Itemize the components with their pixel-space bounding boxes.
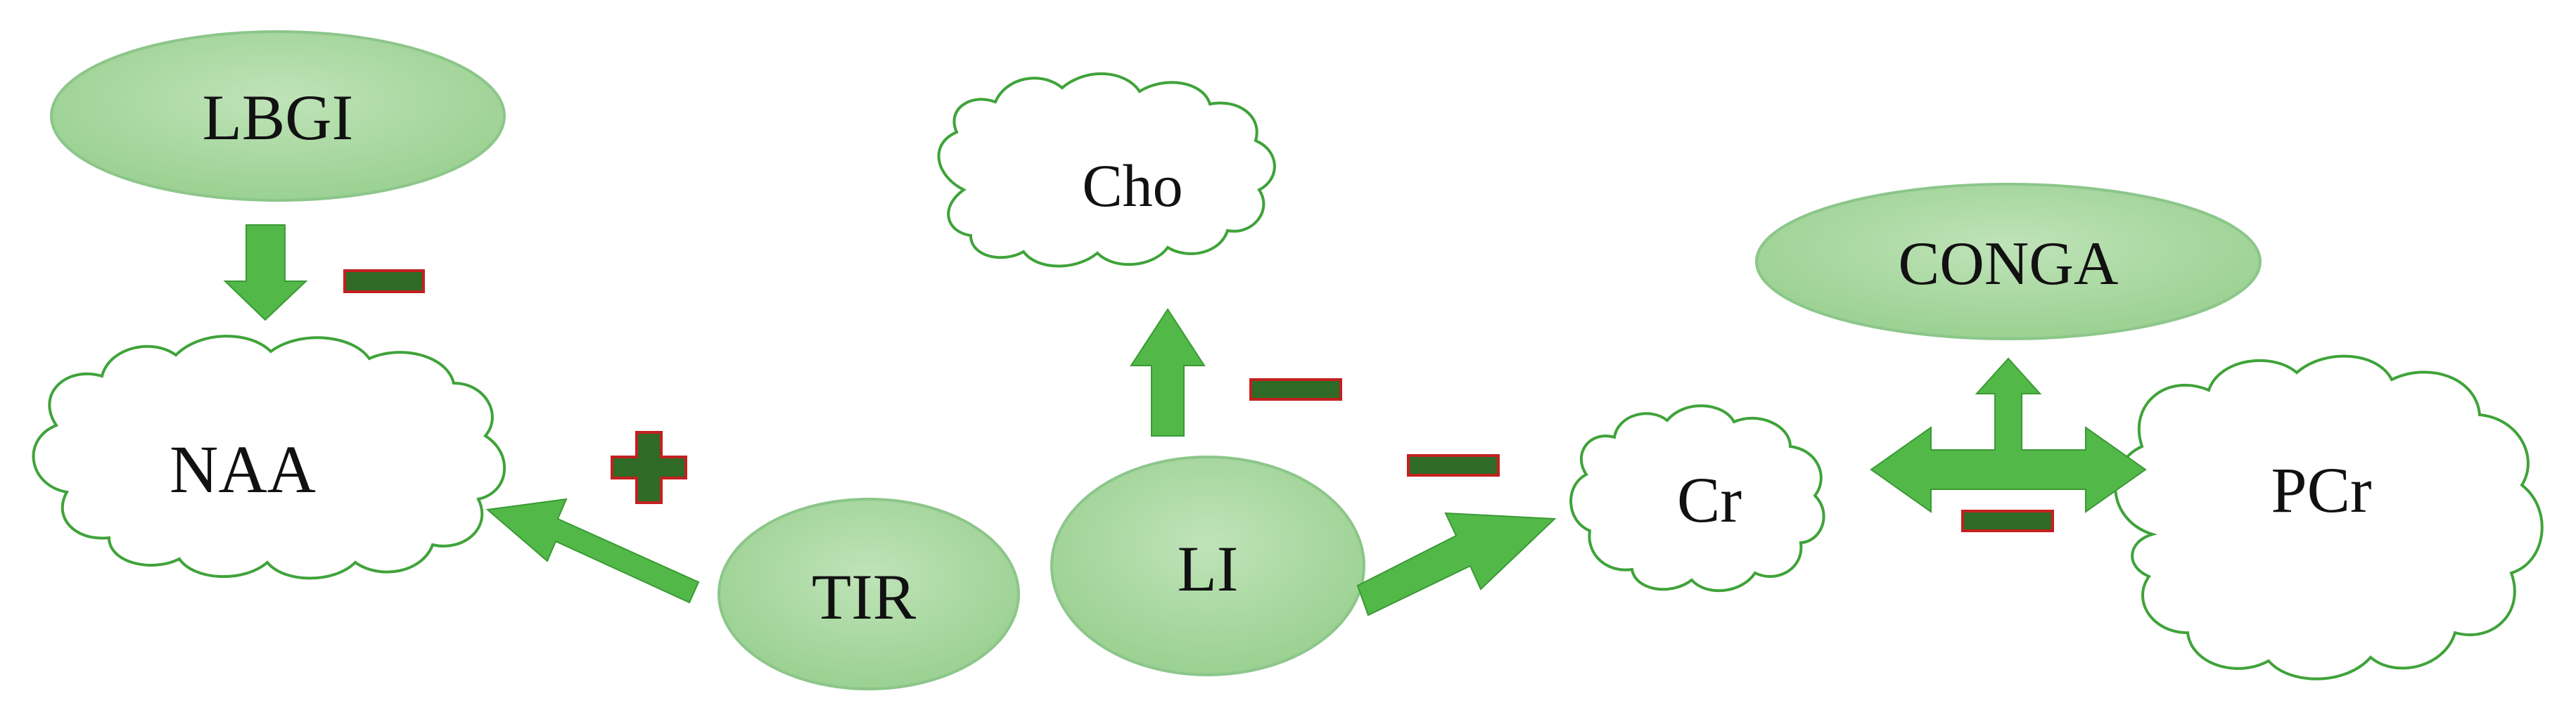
node-pcr-label: PCr	[2271, 454, 2371, 526]
node-tir-label: TIR	[812, 561, 917, 633]
arrow-tir-to-naa	[485, 498, 700, 604]
arrow-li-to-cho	[1130, 308, 1206, 437]
node-conga-label: CONGA	[1899, 230, 2119, 298]
minus-sign-cr-pcr	[1961, 510, 2054, 532]
node-cr-label: Cr	[1677, 464, 1742, 536]
node-li: LI	[1050, 456, 1365, 676]
node-pcr: PCr	[2114, 354, 2544, 681]
minus-sign-lbgi	[343, 269, 425, 293]
node-tir: TIR	[718, 498, 1020, 690]
node-cr: Cr	[1569, 404, 1825, 593]
node-naa: NAA	[32, 335, 506, 580]
node-naa-label: NAA	[170, 432, 316, 507]
plus-sign-tir	[611, 431, 687, 504]
node-lbgi-label: LBGI	[203, 82, 354, 153]
node-cho: Cho	[937, 72, 1276, 268]
arrow-cr-pcr-double	[1870, 357, 2147, 513]
minus-sign-li-cr	[1407, 454, 1500, 477]
node-conga: CONGA	[1755, 183, 2262, 340]
minus-sign-li-cho	[1249, 378, 1342, 401]
arrow-li-to-cr	[1356, 512, 1557, 617]
node-lbgi: LBGI	[50, 30, 506, 202]
node-li-label: LI	[1178, 533, 1239, 605]
arrow-lbgi-to-naa	[223, 224, 308, 321]
node-cho-label: Cho	[1082, 152, 1182, 219]
